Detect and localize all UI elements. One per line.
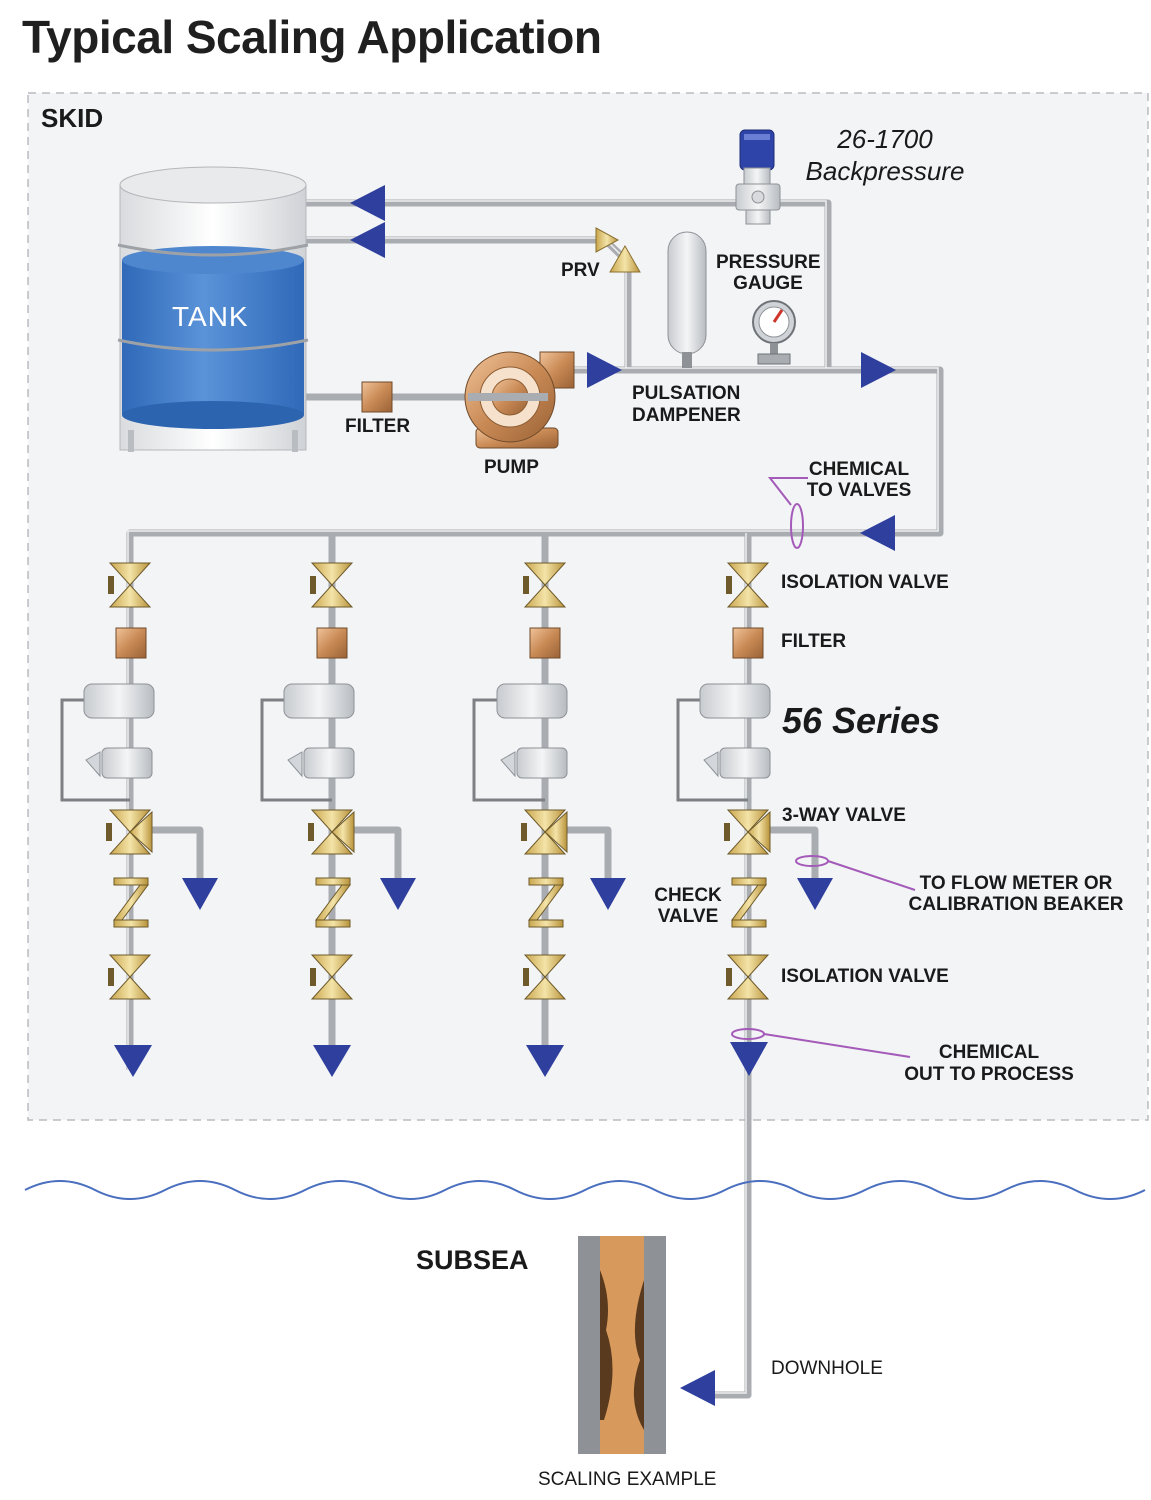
flow-arrow-icon	[182, 878, 218, 910]
filter-icon	[361, 381, 393, 413]
valve-icon	[310, 562, 354, 608]
check-valve-label-2: VALVE	[657, 906, 719, 927]
branch-4	[699, 562, 833, 1076]
filter-icon	[732, 627, 764, 659]
flow-arrow-icon	[350, 185, 896, 1406]
backpressure-regulator-icon	[735, 129, 781, 225]
check-valve-icon	[528, 877, 564, 928]
pump-icon	[464, 351, 575, 449]
flow-arrow-icon	[526, 1045, 564, 1077]
pulsation-dampener	[667, 231, 707, 368]
regulator-icon	[496, 683, 568, 779]
branch-2	[283, 562, 416, 1077]
valve-icon	[523, 954, 567, 1000]
flow-arrow-icon	[730, 1042, 768, 1076]
prv-icon	[595, 227, 641, 273]
flow-arrow-icon	[313, 1045, 351, 1077]
flow-arrow-icon	[380, 878, 416, 910]
series-label: 56 Series	[782, 700, 941, 741]
valve-icon	[108, 562, 152, 608]
flow-arrow-icon	[797, 878, 833, 910]
water-surface	[24, 1180, 1146, 1200]
regulator-icon	[699, 683, 771, 779]
branch-3	[496, 562, 626, 1077]
subsea-label: SUBSEA	[416, 1245, 529, 1275]
backpressure-label: Backpressure	[805, 156, 965, 186]
tank	[117, 166, 309, 452]
valve-icon	[726, 562, 770, 608]
flow-meter-label-1: TO FLOW METER OR	[919, 873, 1113, 894]
check-valve-label-1: CHECK	[654, 885, 722, 906]
pulsation-label-2: DAMPENER	[632, 405, 741, 426]
tank-label: TANK	[172, 301, 249, 332]
pulsation-label-1: PULSATION	[632, 383, 741, 404]
pressure-gauge-label-1: PRESSURE	[716, 252, 821, 273]
scaling-example-label: SCALING EXAMPLE	[538, 1469, 717, 1490]
flow-arrow-icon	[590, 878, 626, 910]
filter-icon	[115, 627, 147, 659]
three-way-valve-label: 3-WAY VALVE	[782, 805, 906, 826]
scaling-example	[578, 1236, 666, 1454]
check-valve-icon	[315, 877, 351, 928]
three-way-valve-icon	[724, 809, 771, 855]
three-way-valve-icon	[308, 809, 355, 855]
backpressure-model-label: 26-1700	[837, 124, 933, 154]
main-filter-label: FILTER	[345, 416, 411, 437]
valve-icon	[726, 954, 770, 1000]
branch-1	[83, 562, 218, 1077]
filter-icon	[316, 627, 348, 659]
branch-filter-label: FILTER	[781, 631, 847, 652]
chemical-out-label-2: OUT TO PROCESS	[904, 1064, 1074, 1085]
skid-label: SKID	[41, 103, 104, 133]
isolation-valve-bottom-label: ISOLATION VALVE	[781, 966, 949, 987]
regulator-bypass	[60, 698, 748, 802]
flow-arrow-icon	[114, 1045, 152, 1077]
valve-icon	[310, 954, 354, 1000]
flow-meter-label-2: CALIBRATION BEAKER	[908, 894, 1124, 915]
prv-label: PRV	[561, 260, 600, 281]
downhole-label: DOWNHOLE	[771, 1358, 883, 1379]
regulator-icon	[283, 683, 355, 779]
valve-icon	[108, 954, 152, 1000]
page-title: Typical Scaling Application	[22, 11, 602, 63]
chemical-to-valves-label-1: CHEMICAL	[808, 459, 910, 480]
isolation-valve-top-label: ISOLATION VALVE	[781, 572, 949, 593]
pump-label: PUMP	[484, 457, 539, 478]
three-way-valve-icon	[106, 809, 153, 855]
check-valve-icon	[731, 877, 767, 928]
three-way-valve-icon	[521, 809, 568, 855]
filter-icon	[529, 627, 561, 659]
check-valve-icon	[113, 877, 149, 928]
pressure-gauge-label-2: GAUGE	[733, 273, 803, 294]
chemical-out-label-1: CHEMICAL	[938, 1042, 1040, 1063]
chemical-to-valves-label-2: TO VALVES	[806, 480, 912, 501]
valve-icon	[523, 562, 567, 608]
callout-lines	[731, 477, 916, 1058]
gauge-icon	[752, 300, 796, 365]
regulator-icon	[83, 683, 155, 779]
